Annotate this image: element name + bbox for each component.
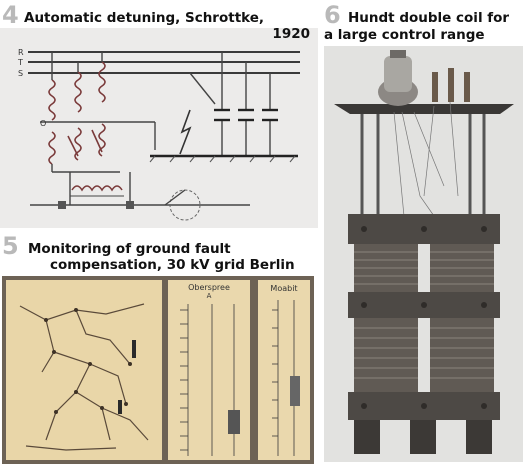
transformer-coils <box>48 61 106 165</box>
phase-label-r: R <box>18 48 24 57</box>
scale-card-moabit: Moabit <box>258 280 310 460</box>
terminal-block <box>126 201 134 209</box>
scale-card-title: Oberspree <box>188 283 230 292</box>
panel-6-double-coil: 6 Hundt double coil for a large control … <box>322 0 525 466</box>
terminal-block <box>58 201 66 209</box>
phase-label-t: T <box>17 58 23 67</box>
ground-hatching <box>149 155 296 163</box>
scan-strip: Oberspree A Moabit <box>2 276 314 464</box>
coil-illustration <box>334 50 514 454</box>
panel-caption-line-2: a large control range <box>324 27 485 43</box>
grid-network-map <box>6 280 162 460</box>
panel-caption-line-2: compensation, 30 kV grid Berlin <box>50 257 295 273</box>
panel-caption-line-1: Hundt double coil for <box>348 10 510 26</box>
panel-4-diagram: 4 Automatic detuning, Schrottke, 1920 R … <box>0 0 318 228</box>
panel-caption-line-1: Automatic detuning, Schrottke, <box>24 10 265 26</box>
fault-arc-icon <box>179 109 192 155</box>
scale-card-oberspree: Oberspree A <box>168 280 250 460</box>
scale-ticks <box>180 304 240 456</box>
scale-ticks <box>272 300 300 456</box>
panel-number: 4 <box>2 1 19 29</box>
detuning-coil <box>71 185 123 192</box>
panel-5-monitoring: 5 Monitoring of ground fault compensatio… <box>0 230 318 466</box>
panel-number: 6 <box>324 1 341 29</box>
phase-label-s: S <box>18 69 23 78</box>
label-o: O <box>40 119 46 128</box>
panel-caption-line-1: Monitoring of ground fault <box>28 241 231 257</box>
panel-caption-line-2: 1920 <box>272 26 310 42</box>
scale-card-title: Moabit <box>270 284 298 293</box>
panel-number: 5 <box>2 232 19 260</box>
scale-card-subtitle: A <box>206 292 212 300</box>
detuning-circuit-diagram: R T S <box>17 48 300 221</box>
coil-photo <box>324 46 523 462</box>
